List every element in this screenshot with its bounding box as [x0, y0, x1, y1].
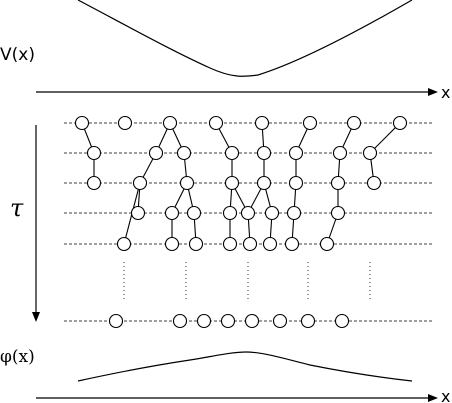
walker-node	[208, 115, 224, 131]
wavefunction-curve	[77, 351, 413, 382]
worldline-edge	[369, 122, 401, 154]
walker-node	[130, 205, 146, 221]
walker-node	[242, 236, 258, 252]
walker-node	[272, 313, 288, 329]
walker-node	[300, 313, 316, 329]
walker-node	[108, 313, 124, 329]
walker-node	[392, 115, 408, 131]
potential-label: V(x)	[0, 45, 35, 65]
walker-node	[288, 175, 304, 191]
walker-node	[334, 313, 350, 329]
x-axis-bottom-arrow	[428, 394, 438, 402]
continuation-dots	[123, 262, 371, 302]
walker-node	[319, 236, 335, 252]
x-axis-top-arrow	[428, 88, 438, 96]
potential-curve	[77, 0, 413, 77]
walker-node	[254, 115, 270, 131]
walker-node	[288, 145, 304, 161]
walker-node	[117, 115, 133, 131]
walker-node	[172, 313, 188, 329]
walker-node	[196, 313, 212, 329]
walker-node	[264, 205, 280, 221]
walker-node	[186, 205, 202, 221]
walker-node	[86, 145, 102, 161]
walker-node	[220, 313, 236, 329]
walker-node	[132, 175, 148, 191]
walker-node	[262, 236, 278, 252]
x-axis-top-label: x	[441, 83, 450, 102]
walker-node	[366, 175, 382, 191]
walker-node	[346, 115, 362, 131]
walker-node	[222, 205, 238, 221]
walker-nodes	[74, 115, 408, 329]
walker-node	[362, 145, 378, 161]
walker-node	[256, 175, 272, 191]
walker-node	[332, 145, 348, 161]
walker-node	[164, 205, 180, 221]
walker-node	[222, 236, 238, 252]
walker-node	[148, 145, 164, 161]
tau-axis-arrow	[32, 312, 40, 322]
walker-node	[286, 205, 302, 221]
walker-node	[256, 145, 272, 161]
walker-node	[240, 205, 256, 221]
walker-node	[176, 145, 192, 161]
worldline-edges	[81, 122, 401, 245]
walker-node	[116, 236, 132, 252]
wavefunction-label: φ(x)	[0, 347, 35, 367]
walker-node	[86, 175, 102, 191]
walker-node	[224, 175, 240, 191]
walker-node	[224, 145, 240, 161]
tau-label: τ	[10, 194, 24, 222]
walker-node	[330, 175, 346, 191]
walker-node	[244, 313, 260, 329]
walker-node	[188, 236, 204, 252]
walker-node	[302, 115, 318, 131]
walker-node	[162, 115, 178, 131]
x-axis-bottom-label: x	[441, 387, 450, 403]
walker-node	[74, 115, 90, 131]
walker-node	[179, 175, 195, 191]
walker-node	[284, 236, 300, 252]
walker-node	[330, 205, 346, 221]
walker-node	[164, 236, 180, 252]
